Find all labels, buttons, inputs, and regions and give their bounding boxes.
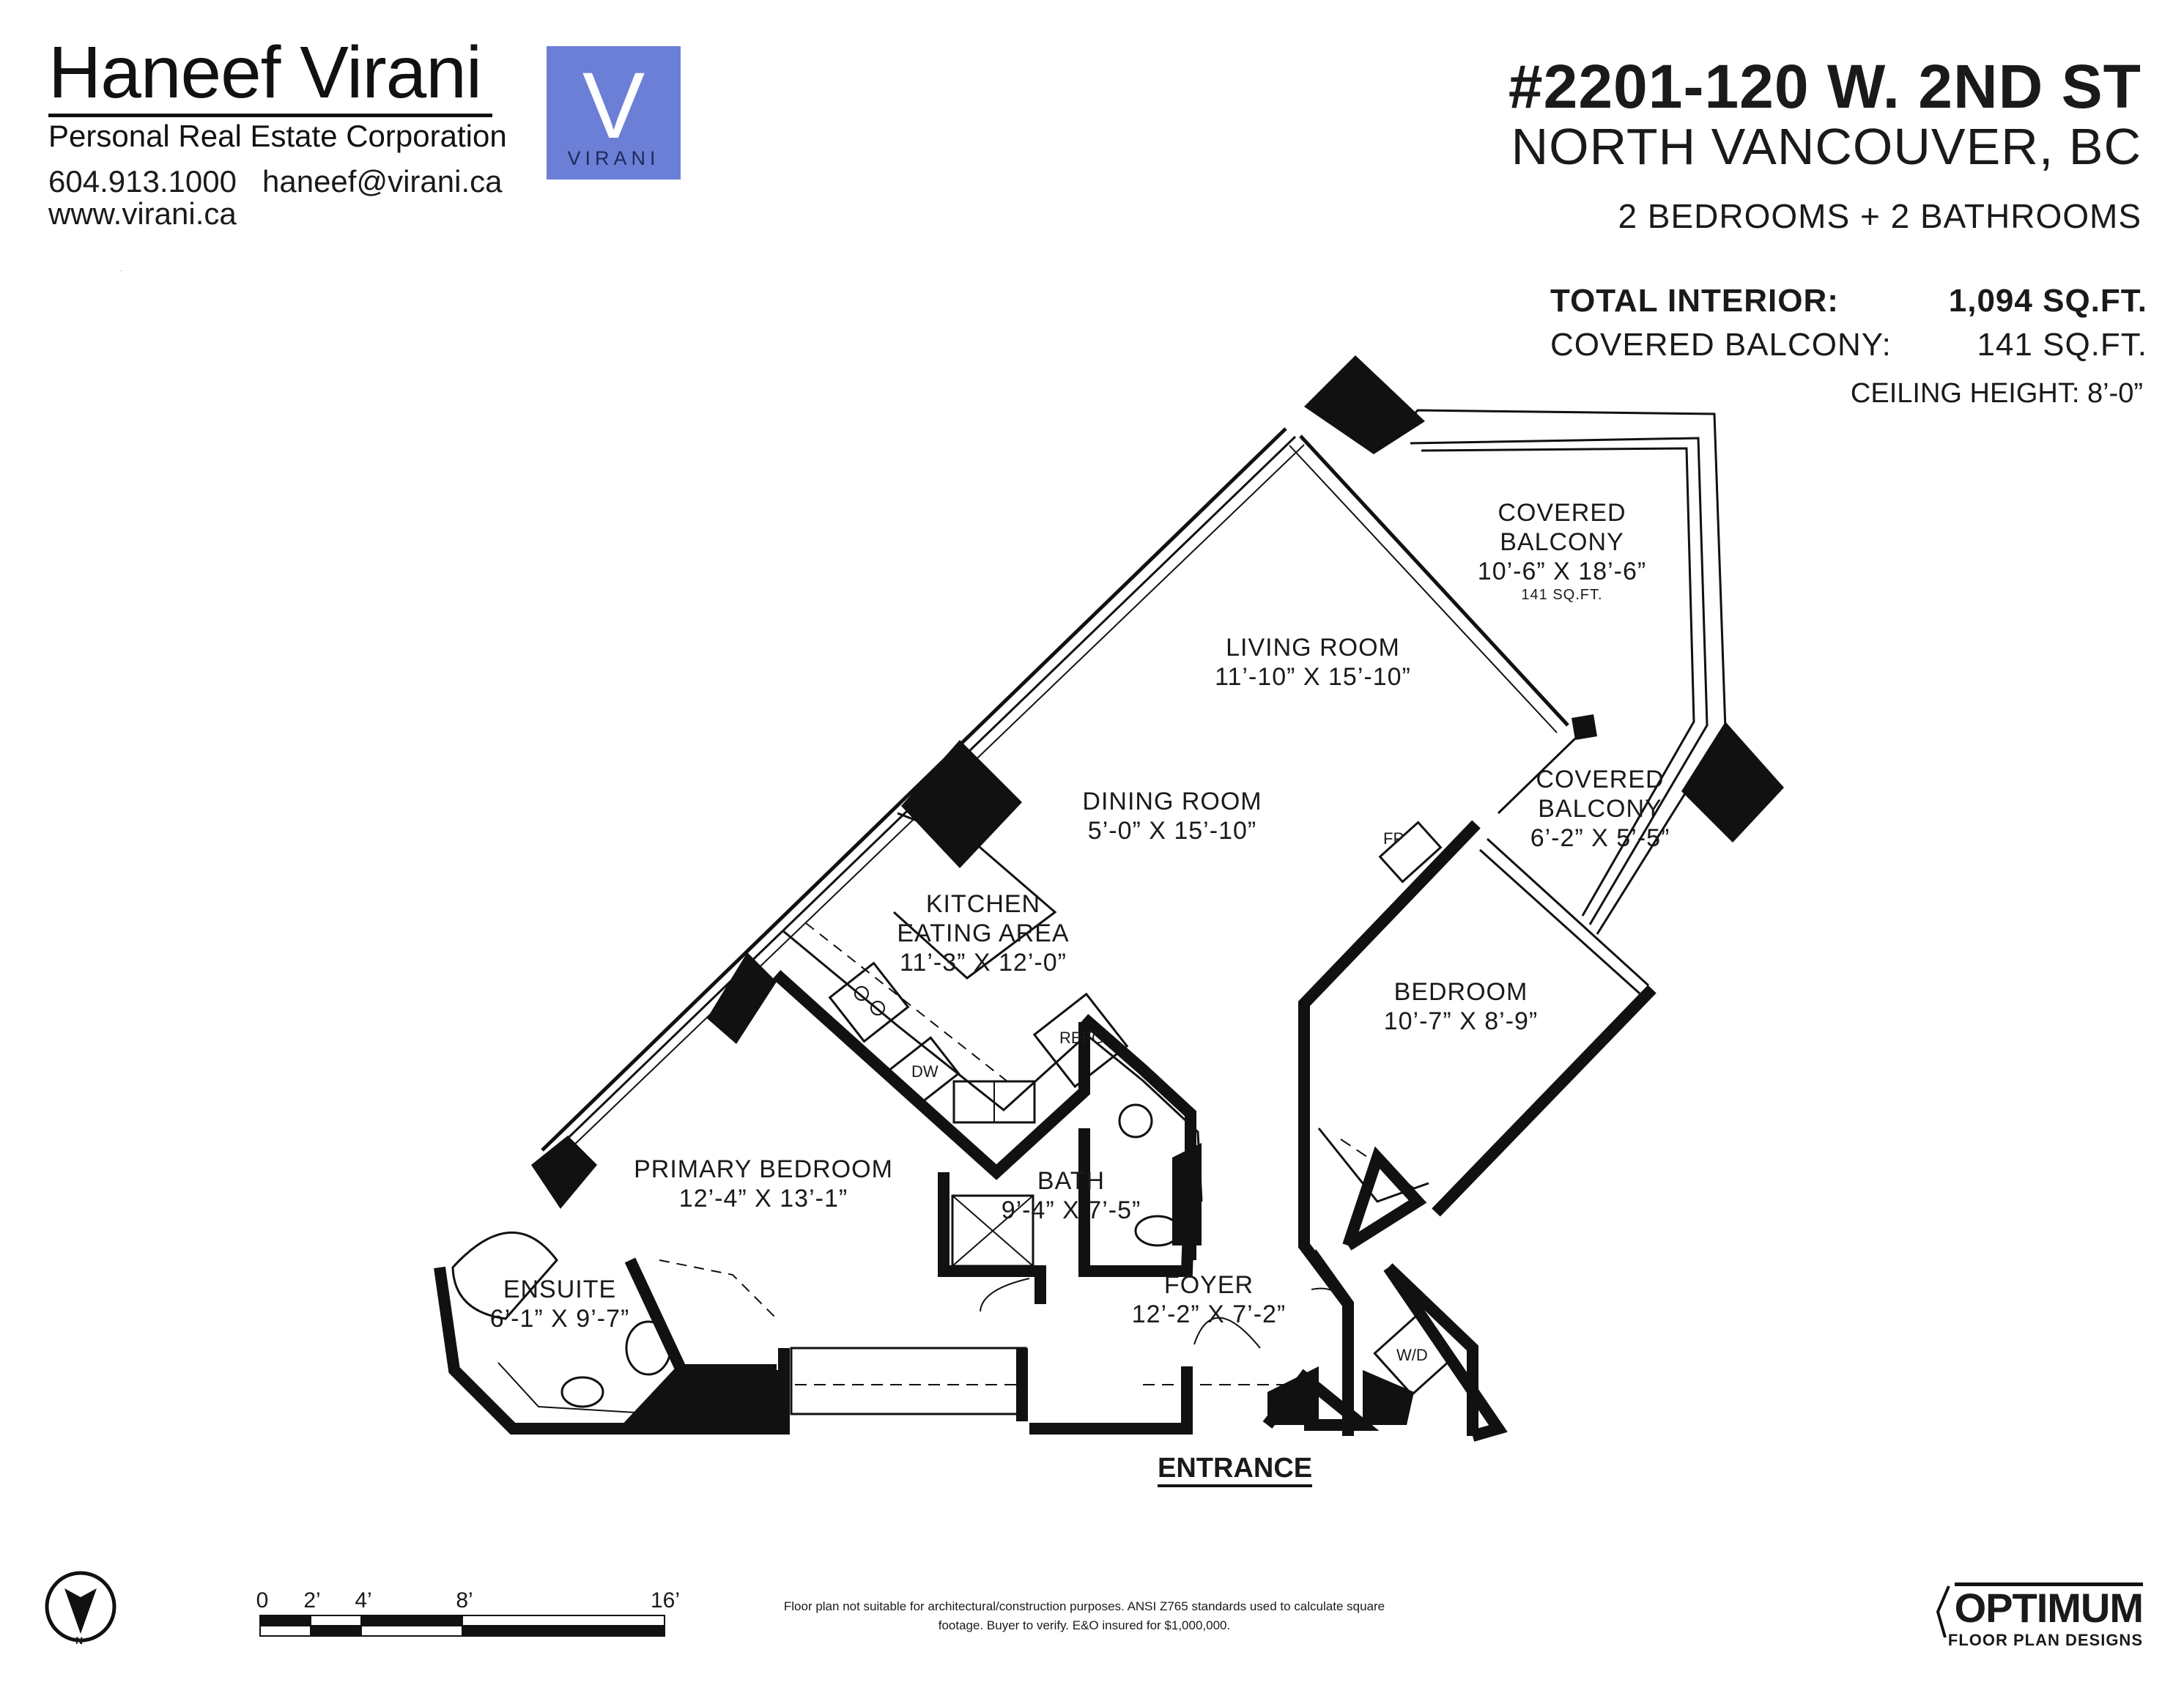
interior-walls xyxy=(434,820,1656,1442)
room-area: 141 SQ.FT. xyxy=(1521,587,1603,603)
room-name: BALCONY xyxy=(1538,795,1662,823)
room-dimensions: 9’-4” X 7’-5” xyxy=(1001,1196,1141,1224)
room-name: KITCHEN xyxy=(925,890,1041,918)
room-name: COVERED xyxy=(1536,766,1665,793)
column-west xyxy=(707,952,777,1044)
address-line-1: #2201-120 W. 2ND ST xyxy=(1508,52,2142,121)
scale-tick-label: 0 xyxy=(256,1588,269,1613)
room-dimensions: 10’-7” X 8’-9” xyxy=(1383,1007,1539,1035)
room-dimensions: 11’-10” X 15’-10” xyxy=(1215,663,1411,691)
agent-email: haneef@virani.ca xyxy=(262,164,503,199)
mullion xyxy=(1572,714,1597,740)
scale-tick-label: 8’ xyxy=(456,1588,473,1613)
column-balcony xyxy=(1681,722,1784,843)
room-dimensions: 12’-4” X 13’-1” xyxy=(678,1185,848,1213)
fireplace-label: FP xyxy=(1383,829,1404,848)
column-southwest xyxy=(531,1136,597,1209)
stray-mark: ¨ xyxy=(120,270,123,278)
entrance-label: ENTRANCE xyxy=(1158,1452,1313,1487)
primary-closet xyxy=(790,1347,1027,1415)
agent-phone: 604.913.1000 xyxy=(48,164,237,199)
room-bedroom: BEDROOM 10’-7” X 8’-9” xyxy=(1384,977,1539,1036)
covered-balcony-value: 141 SQ.FT. xyxy=(1977,327,2147,363)
room-dimensions: 5’-0” X 15’-10” xyxy=(1087,817,1257,845)
room-dimensions: 12’-2” X 7’-2” xyxy=(1131,1300,1287,1328)
scale-tick-label: 4’ xyxy=(355,1588,372,1613)
total-interior-label: TOTAL INTERIOR: xyxy=(1550,283,1839,319)
room-ensuite: ENSUITE 6’-1” X 9’-7” xyxy=(490,1275,630,1333)
covered-balcony-label: COVERED BALCONY: xyxy=(1550,327,1892,363)
agent-name-underline xyxy=(48,114,492,117)
room-name: FOYER xyxy=(1163,1271,1254,1299)
scale-tick-label: 2’ xyxy=(303,1588,321,1613)
optimum-brand-name: OPTIMUM xyxy=(1954,1582,2144,1630)
north-arrow xyxy=(45,1571,116,1643)
scale-tick-label: 16’ xyxy=(650,1588,681,1613)
wall-fills xyxy=(630,1143,1414,1429)
room-name: BEDROOM xyxy=(1393,978,1528,1006)
room-covered-balcony-small: COVERED BALCONY 6’-2” X 5’-5” xyxy=(1530,765,1670,853)
virani-logo: V VIRANI xyxy=(547,46,681,179)
bedroom-window-wall xyxy=(1478,837,1650,995)
room-covered-balcony-large: COVERED BALCONY 10’-6” X 18’-6” 141 SQ.F… xyxy=(1478,498,1646,604)
disclaimer: Floor plan not suitable for architectura… xyxy=(783,1599,1385,1632)
room-dimensions: 6’-1” X 9’-7” xyxy=(489,1305,630,1333)
logo-word: VIRANI xyxy=(567,147,660,169)
address-line-2: NORTH VANCOUVER, BC xyxy=(1511,118,2142,175)
ensuite-tub xyxy=(451,1232,558,1320)
agent-website: www.virani.ca xyxy=(48,196,237,231)
room-dimensions: 6’-2” X 5’-5” xyxy=(1530,824,1670,852)
column-kitchen xyxy=(901,740,1022,868)
room-dimensions: 11’-3” X 12’-0” xyxy=(900,949,1067,977)
room-name: BATH xyxy=(1037,1167,1106,1195)
ceiling-height: CEILING HEIGHT: 8’-0” xyxy=(1850,378,2143,409)
room-name: BALCONY xyxy=(1500,528,1624,556)
north-letter: N xyxy=(75,1635,84,1646)
room-name: ENSUITE xyxy=(503,1276,617,1303)
optimum-brand-sub: FLOOR PLAN DESIGNS xyxy=(1947,1631,2143,1649)
fridge-label: REFG xyxy=(1059,1029,1105,1047)
bath-door xyxy=(980,1278,1030,1312)
room-name: DINING ROOM xyxy=(1082,788,1262,815)
bed-bath-count: 2 BEDROOMS + 2 BATHROOMS xyxy=(1618,197,2142,235)
room-name: COVERED xyxy=(1498,499,1626,527)
entry-door-swing xyxy=(1193,1317,1261,1349)
logo-letter: V xyxy=(582,53,645,158)
structural-walls xyxy=(531,355,1784,1209)
balcony-door xyxy=(1497,737,1577,815)
room-name: EATING AREA xyxy=(897,919,1070,947)
washer-dryer-label: W/D xyxy=(1396,1346,1428,1364)
stove xyxy=(828,961,910,1043)
room-foyer: FOYER 12’-2” X 7’-2” xyxy=(1132,1270,1287,1329)
scale-bar xyxy=(259,1615,665,1637)
ne-window-wall xyxy=(1289,434,1569,733)
room-primary-bedroom: PRIMARY BEDROOM 12’-4” X 13’-1” xyxy=(634,1155,893,1213)
fridge xyxy=(1032,992,1129,1089)
room-name: PRIMARY BEDROOM xyxy=(634,1155,893,1183)
room-dining-room: DINING ROOM 5’-0” X 15’-10” xyxy=(1082,787,1262,845)
room-living-room: LIVING ROOM 11’-10” X 15’-10” xyxy=(1215,633,1411,692)
room-bath: BATH 9’-4” X 7’-5” xyxy=(1002,1166,1141,1225)
room-kitchen: KITCHEN EATING AREA 11’-3” X 12’-0” xyxy=(897,889,1069,977)
optimum-logo-mark xyxy=(1936,1585,1950,1638)
kitchen-counter xyxy=(782,929,1082,1111)
ensuite-sink xyxy=(560,1376,604,1408)
dishwasher-label: DW xyxy=(911,1062,939,1081)
room-dimensions: 10’-6” X 18’-6” xyxy=(1477,558,1647,585)
bath-sink xyxy=(1118,1103,1153,1139)
agent-company: Personal Real Estate Corporation xyxy=(48,119,507,153)
room-name: LIVING ROOM xyxy=(1226,634,1400,662)
total-interior-value: 1,094 SQ.FT. xyxy=(1948,283,2147,319)
fireplace xyxy=(1378,821,1443,884)
agent-name: Haneef Virani xyxy=(48,32,482,114)
column-north xyxy=(1304,355,1425,454)
